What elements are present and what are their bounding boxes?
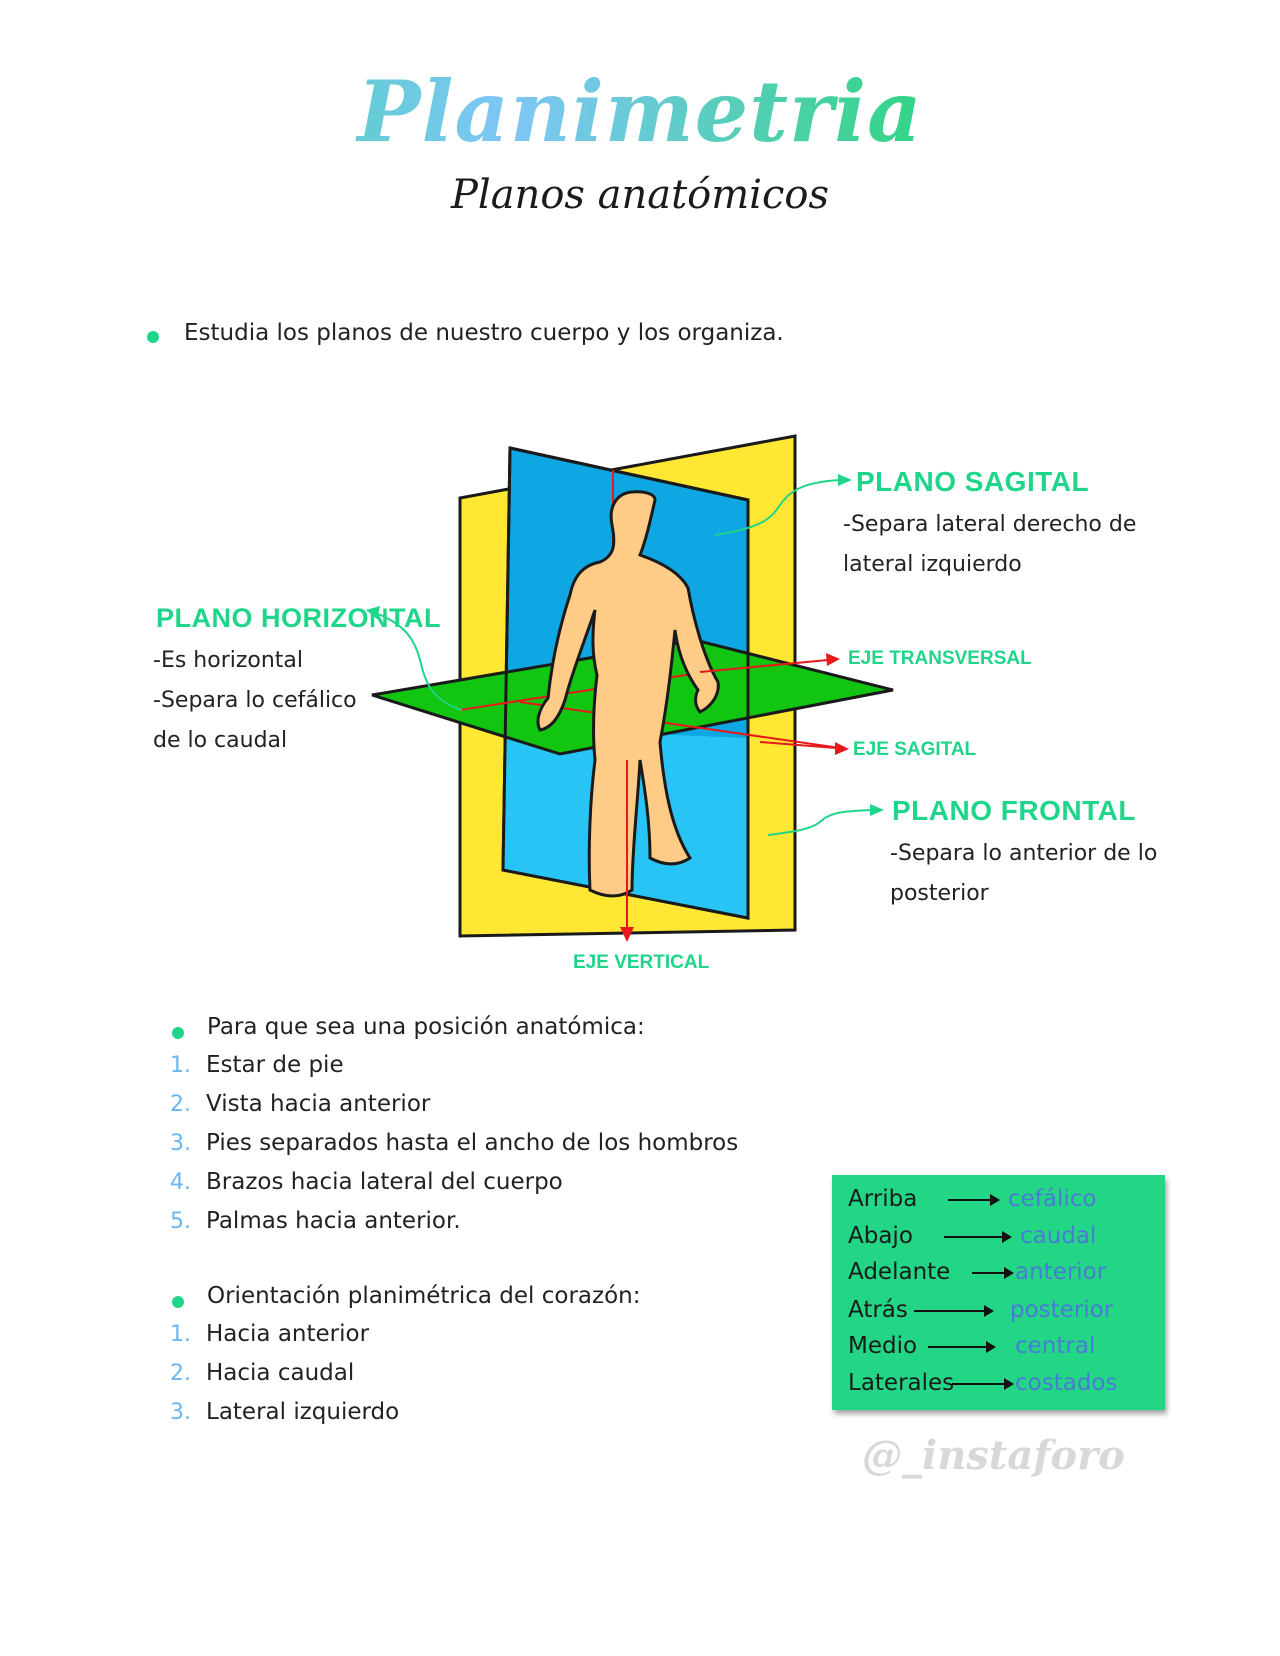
list-item: 2.Hacia caudal [170, 1360, 355, 1386]
plano-frontal-desc-2: posterior [890, 881, 989, 906]
posicion-heading: Para que sea una posición anatómica: [207, 1014, 645, 1040]
terms-box: Arriba cefálico Abajo caudal Adelante an… [832, 1175, 1165, 1410]
human-figure [536, 490, 720, 898]
term-row: Atrás posterior [848, 1297, 1114, 1323]
plano-horizontal-desc-1: -Es horizontal [153, 648, 304, 673]
term-row: Adelante anterior [848, 1259, 1107, 1285]
plano-horizontal-label: PLANO HORIZONTAL [156, 603, 441, 633]
term-row: Arriba cefálico [848, 1186, 1097, 1212]
eje-sagital-label: EJE SAGITAL [853, 739, 977, 760]
term-row: Abajo caudal [848, 1223, 1097, 1249]
plano-frontal-label: PLANO FRONTAL [892, 795, 1136, 826]
page-title: Planimetria [0, 62, 1280, 161]
list-item: 2.Vista hacia anterior [170, 1091, 431, 1117]
term-row: Medio central [848, 1333, 1096, 1359]
list-item: 4.Brazos hacia lateral del cuerpo [170, 1169, 563, 1195]
posicion-list: 1.Estar de pie 2.Vista hacia anterior 3.… [170, 1046, 738, 1241]
bullet-dot [172, 1296, 184, 1308]
list-item: 5.Palmas hacia anterior. [170, 1208, 461, 1234]
plano-horizontal-desc-2: -Separa lo cefálico [153, 688, 357, 713]
list-item: 1.Estar de pie [170, 1052, 344, 1078]
eje-transversal-label: EJE TRANSVERSAL [848, 648, 1032, 669]
plano-sagital-desc-2: lateral izquierdo [843, 552, 1022, 577]
list-item: 1.Hacia anterior [170, 1321, 370, 1347]
corazon-list: 1.Hacia anterior 2.Hacia caudal 3.Latera… [170, 1315, 399, 1432]
plano-sagital-desc-1: -Separa lateral derecho de [843, 512, 1137, 537]
plano-horizontal-desc-3: de lo caudal [153, 728, 288, 753]
term-row: Laterales costados [848, 1370, 1118, 1396]
corazon-heading: Orientación planimétrica del corazón: [207, 1283, 641, 1309]
plano-sagital-label: PLANO SAGITAL [856, 466, 1090, 497]
plano-frontal-desc-1: -Separa lo anterior de lo [890, 841, 1158, 866]
intro-text: Estudia los planos de nuestro cuerpo y l… [184, 320, 784, 346]
eje-vertical-label: EJE VERTICAL [573, 952, 710, 973]
watermark: @_instaforo [862, 1432, 1125, 1479]
list-item: 3.Lateral izquierdo [170, 1399, 400, 1425]
list-item: 3.Pies separados hasta el ancho de los h… [170, 1130, 739, 1156]
page-subtitle: Planos anatómicos [451, 172, 829, 218]
bullet-dot [172, 1027, 184, 1039]
bullet-dot [147, 331, 159, 343]
